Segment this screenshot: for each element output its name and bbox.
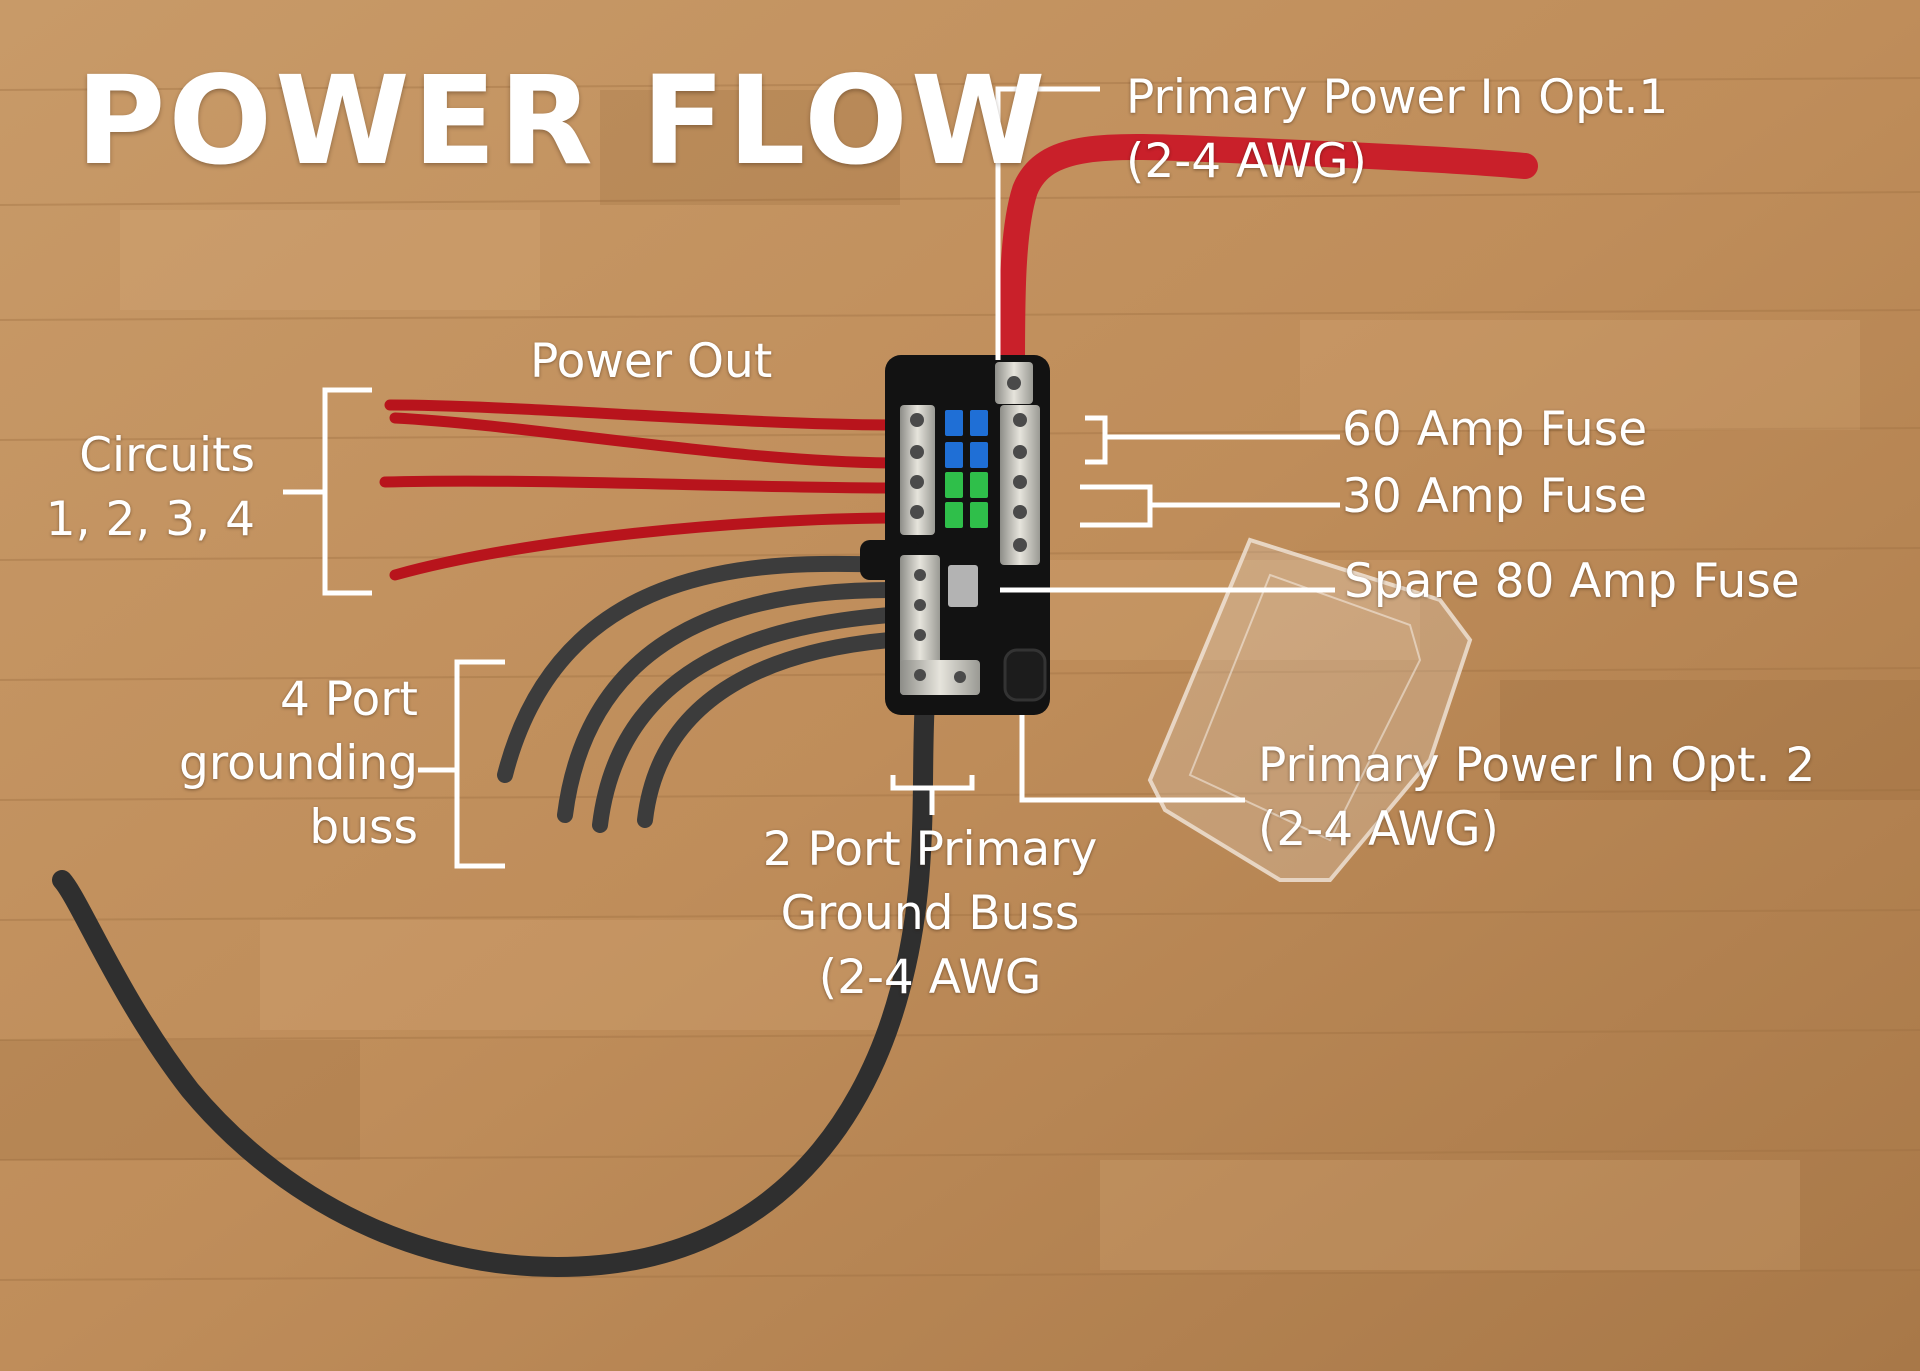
- label-line: (2-4 AWG): [1258, 802, 1499, 857]
- label-line: grounding: [179, 736, 418, 791]
- label-line: Ground Buss: [780, 886, 1080, 941]
- primary-power-wire: [999, 133, 1538, 378]
- label-primary-ground-buss: 2 Port Primary Ground Buss (2-4 AWG: [715, 818, 1145, 1010]
- label-line: Circuits: [79, 428, 255, 483]
- label-60-amp-fuse: 60 Amp Fuse: [1342, 402, 1648, 457]
- label-line: 1, 2, 3, 4: [45, 492, 255, 547]
- label-line: (2-4 AWG: [818, 950, 1042, 1005]
- primary-ground-cable: [52, 690, 935, 1278]
- label-line: 2 Port Primary: [762, 822, 1098, 877]
- label-power-out: Power Out: [530, 334, 773, 389]
- clear-cover: [1147, 537, 1473, 882]
- label-line: 4 Port: [279, 672, 418, 727]
- label-line: buss: [309, 800, 418, 855]
- label-grounding-buss: 4 Port grounding buss: [90, 668, 418, 860]
- page-title: POWER FLOW: [76, 50, 1049, 192]
- label-line: Primary Power In Opt. 2: [1258, 738, 1816, 793]
- label-line: Primary Power In Opt.1: [1126, 70, 1669, 125]
- callout-lines: [283, 86, 1340, 869]
- label-circuits: Circuits 1, 2, 3, 4: [30, 424, 255, 552]
- label-primary-power-in-opt1: Primary Power In Opt.1 (2-4 AWG): [1126, 66, 1668, 194]
- label-line: (2-4 AWG): [1126, 134, 1367, 189]
- grounding-wires: [497, 555, 898, 833]
- label-30-amp-fuse: 30 Amp Fuse: [1342, 469, 1648, 524]
- label-primary-power-in-opt2: Primary Power In Opt. 2 (2-4 AWG): [1258, 734, 1815, 862]
- fuse-block: [860, 355, 1050, 715]
- label-spare-80-amp-fuse: Spare 80 Amp Fuse: [1344, 554, 1800, 609]
- circuit-wires: [379, 399, 906, 581]
